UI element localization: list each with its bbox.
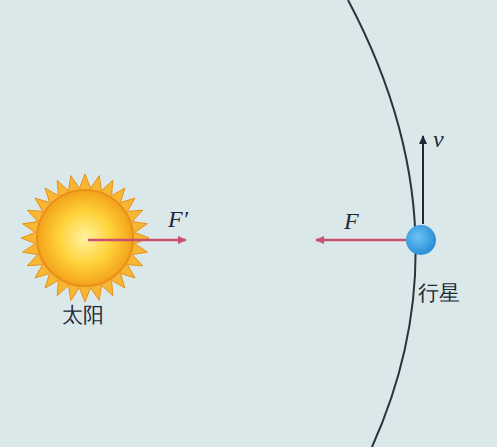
force-arrow bbox=[88, 239, 186, 242]
planet bbox=[406, 225, 436, 255]
sun bbox=[37, 190, 133, 286]
velocity-arrow bbox=[422, 136, 424, 224]
force-label: F′ bbox=[168, 206, 188, 232]
sun-rays bbox=[21, 174, 149, 302]
sun-rays bbox=[21, 174, 149, 302]
body-name: 太阳 bbox=[62, 304, 104, 327]
body-name: 行星 bbox=[418, 282, 460, 305]
velocity-label: v bbox=[433, 126, 444, 152]
force-arrow bbox=[316, 239, 406, 242]
force-label: F bbox=[344, 208, 359, 234]
